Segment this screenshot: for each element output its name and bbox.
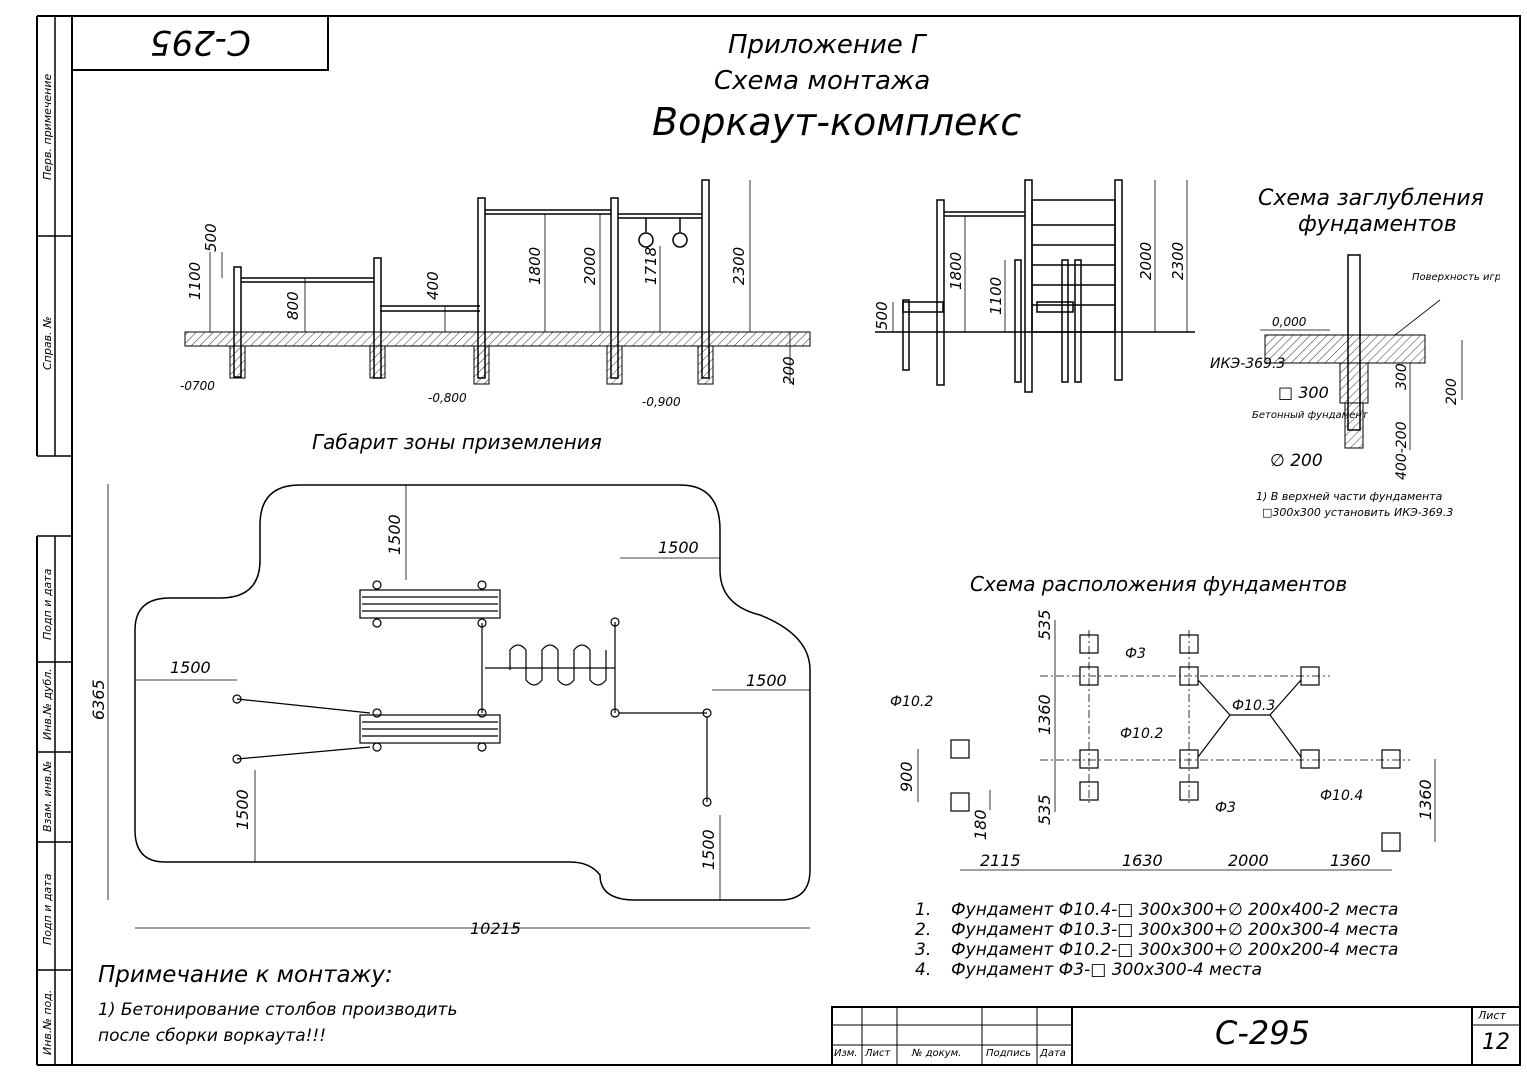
depth-note-2: □300х300 установить ИКЭ-369.3 — [1262, 506, 1454, 519]
side-view-drawing: 500 1800 1100 2000 2300 — [873, 179, 1195, 393]
depth-title-1: Схема заглубления — [1258, 186, 1484, 211]
lz-dim-1500-bottom-right: 1500 — [699, 829, 718, 870]
depth-square: □ 300 — [1278, 383, 1329, 402]
depth-concrete: Бетонный фундамент — [1252, 410, 1369, 421]
front-view-drawing: 1100 500 800 400 1800 2000 1718 2300 200… — [180, 179, 811, 409]
fv-dim-2300: 2300 — [730, 247, 748, 285]
foundation-layout-drawing: Ф3 Ф10.3 Ф10.2 Ф10.2 Ф3 Ф10.4 535 1360 9… — [890, 609, 1436, 871]
tb-col-izm: Изм. — [834, 1048, 858, 1059]
fv-dim-800: 800 — [284, 291, 302, 320]
tb-sheet-label: Лист — [1478, 1009, 1506, 1022]
fv-dim-400: 400 — [424, 271, 442, 300]
fl-vdim-1360-right: 1360 — [1416, 779, 1435, 820]
mount-note-line1: 1) Бетонирование столбов производить — [98, 1000, 458, 1020]
title-scheme: Схема монтажа — [714, 66, 931, 96]
lz-dim-6365: 6365 — [90, 679, 108, 720]
lz-dim-1500-bottom: 1500 — [233, 789, 252, 830]
sv-dim-500: 500 — [873, 301, 891, 330]
side-label-replace-inv: Взам. инв.№ — [41, 760, 54, 832]
stamp-code: С-295 — [150, 22, 251, 62]
landing-zone-title: Габарит зоны приземления — [312, 430, 602, 454]
fl-vdim-1360: 1360 — [1035, 694, 1054, 735]
side-label-sign-date-2: Подп и дата — [41, 873, 54, 945]
fv-dim-500: 500 — [202, 223, 220, 252]
fv-dim-1100: 1100 — [186, 262, 204, 300]
tb-col-date: Дата — [1040, 1048, 1066, 1059]
tb-code: С-295 — [1215, 1014, 1310, 1052]
fl-label-f3-top: Ф3 — [1125, 646, 1146, 662]
side-label-ref-no: Справ. № — [41, 316, 54, 370]
depth-note-1: 1) В верхней части фундамента — [1256, 490, 1443, 503]
lz-dim-10215: 10215 — [470, 919, 521, 938]
fv-dim-2000: 2000 — [581, 247, 599, 285]
mount-note-line2: после сборки воркаута!!! — [98, 1026, 327, 1046]
sv-dim-2000: 2000 — [1137, 242, 1155, 280]
fl-vdim-535-top: 535 — [1035, 609, 1054, 640]
legend-item: 3.Фундамент Ф10.2-□ 300х300+∅ 200х200-4 … — [915, 940, 1399, 960]
sv-dim-2300: 2300 — [1169, 242, 1187, 280]
depth-diameter: ∅ 200 — [1270, 451, 1323, 471]
tb-sheet-num: 12 — [1482, 1030, 1510, 1055]
foundation-legend: 1.Фундамент Ф10.4-□ 300х300+∅ 200х400-2 … — [915, 900, 1398, 980]
depth-dim-300: 300 — [1394, 363, 1410, 390]
tb-col-list: Лист — [865, 1048, 891, 1059]
fv-level-2: -0,800 — [428, 391, 467, 405]
fl-vdim-180: 180 — [971, 809, 990, 840]
foundation-layout-title: Схема расположения фундаментов — [970, 572, 1348, 596]
lz-dim-1500-left: 1500 — [170, 658, 211, 677]
side-label-first-use: Перв. примечение — [41, 73, 54, 180]
tb-col-sign: Подпись — [986, 1048, 1031, 1059]
depth-scheme-drawing: Поверхность игровой площадки 0,000 ИКЭ-3… — [1210, 254, 1500, 480]
fl-hdim-1630: 1630 — [1122, 851, 1163, 870]
lz-dim-1500-top: 1500 — [385, 514, 404, 555]
legend-item: 1.Фундамент Ф10.4-□ 300х300+∅ 200х400-2 … — [915, 900, 1399, 920]
fl-label-f3-bottom: Ф3 — [1215, 800, 1236, 816]
sv-dim-1800: 1800 — [947, 252, 965, 290]
mount-note-heading: Примечание к монтажу: — [98, 962, 393, 988]
fl-vdim-535-bottom: 535 — [1035, 794, 1054, 825]
landing-zone-drawing: 6365 10215 1500 1500 1500 1500 1500 1500 — [90, 484, 811, 938]
fv-level-1: -0700 — [180, 379, 215, 393]
fv-dim-1800: 1800 — [526, 247, 544, 285]
fl-label-f103: Ф10.3 — [1232, 698, 1275, 714]
side-label-sign-date-1: Подп и дата — [41, 568, 54, 640]
tb-col-doc: № докум. — [912, 1048, 962, 1059]
fv-level-3: -0,900 — [642, 395, 681, 409]
lz-dim-1500-right: 1500 — [746, 671, 787, 690]
depth-surface-label: Поверхность игровой площадки — [1412, 272, 1500, 283]
fl-vdim-900: 900 — [897, 761, 916, 792]
fl-label-f102-left: Ф10.2 — [890, 694, 933, 710]
title-name: Воркаут-комплекс — [652, 100, 1022, 144]
side-label-dup-inv: Инв.№ дубл. — [41, 668, 54, 740]
fl-hdim-2115: 2115 — [980, 851, 1021, 870]
depth-level-zero: 0,000 — [1272, 315, 1307, 329]
side-label-orig-inv: Инв.№ под. — [41, 989, 54, 1055]
lz-dim-1500-right-top: 1500 — [658, 538, 699, 557]
fv-dim-1718: 1718 — [642, 247, 660, 285]
fl-label-f102-mid: Ф10.2 — [1120, 726, 1163, 742]
sv-dim-1100: 1100 — [987, 277, 1005, 315]
depth-dim-400-200: 400-200 — [1394, 421, 1410, 480]
legend-item: 2.Фундамент Ф10.3-□ 300х300+∅ 200х300-4 … — [915, 920, 1399, 940]
fl-hdim-1360: 1360 — [1330, 851, 1371, 870]
fl-hdim-2000: 2000 — [1228, 851, 1269, 870]
title-appendix: Приложение Г — [728, 30, 926, 60]
depth-title-2: фундаментов — [1298, 212, 1457, 237]
depth-ike: ИКЭ-369.3 — [1210, 356, 1285, 372]
legend-item: 4.Фундамент Ф3-□ 300х300-4 места — [915, 960, 1262, 980]
fv-dim-200: 200 — [780, 356, 798, 385]
depth-dim-200: 200 — [1444, 378, 1460, 405]
fl-label-f104: Ф10.4 — [1320, 788, 1363, 804]
